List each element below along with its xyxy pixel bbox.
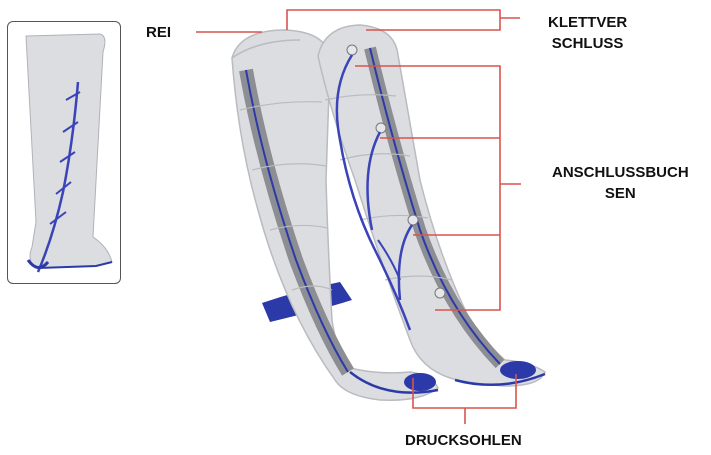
connector-2 bbox=[376, 123, 386, 133]
label-drucksohlen: DRUCKSOHLEN bbox=[405, 430, 522, 451]
right-sole-opening bbox=[500, 361, 536, 379]
label-anschlussbuchsen: ANSCHLUSSBUCH SEN bbox=[552, 162, 689, 204]
leader-klettverschluss bbox=[287, 10, 500, 30]
connector-4 bbox=[435, 288, 445, 298]
connector-3 bbox=[408, 215, 418, 225]
connector-1 bbox=[347, 45, 357, 55]
label-klettverschluss: KLETTVER SCHLUSS bbox=[548, 12, 627, 54]
right-boot bbox=[318, 25, 545, 386]
left-sole-opening bbox=[404, 373, 436, 391]
label-rei: REI bbox=[146, 22, 171, 43]
